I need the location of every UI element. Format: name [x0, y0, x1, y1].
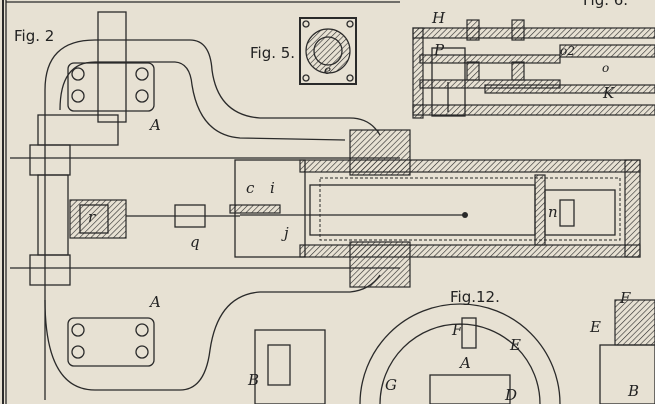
fig5-title: Fig. 5. — [250, 44, 295, 62]
fig12-drawing — [359, 299, 655, 404]
label-j: j — [281, 224, 289, 242]
fig6-title: Fig. 6. — [583, 0, 628, 9]
fig12-label-G: G — [385, 376, 397, 394]
fig12-label-D: D — [504, 386, 517, 404]
label-q: q — [190, 233, 200, 251]
fig6-drawing — [412, 19, 655, 119]
right-label-E: E — [589, 318, 601, 336]
label-B: B — [247, 371, 259, 389]
right-label-F: F — [619, 289, 631, 307]
fig12-label-A: A — [458, 354, 471, 372]
label-o: o — [602, 61, 609, 75]
label-c: c — [246, 179, 255, 197]
fig5-drawing — [299, 17, 357, 85]
label-A-bottom: A — [148, 293, 161, 311]
label-H: H — [431, 9, 446, 27]
fig12-label-F: F — [451, 321, 463, 339]
label-r: r — [88, 208, 96, 226]
fig2-frame — [10, 11, 641, 404]
label-n: n — [548, 203, 558, 221]
fig12-title: Fig.12. — [450, 288, 500, 306]
fig12-label-E: E — [509, 336, 521, 354]
label-A-top: A — [148, 116, 161, 134]
fig2-title: Fig. 2 — [14, 27, 54, 45]
label-K: K — [602, 84, 615, 102]
right-label-B: B — [627, 382, 639, 400]
label-o2: o2 — [560, 44, 575, 58]
label-P: P — [433, 41, 445, 59]
label-e: e — [324, 63, 331, 77]
plate-border — [2, 0, 400, 404]
label-i: i — [270, 179, 275, 197]
